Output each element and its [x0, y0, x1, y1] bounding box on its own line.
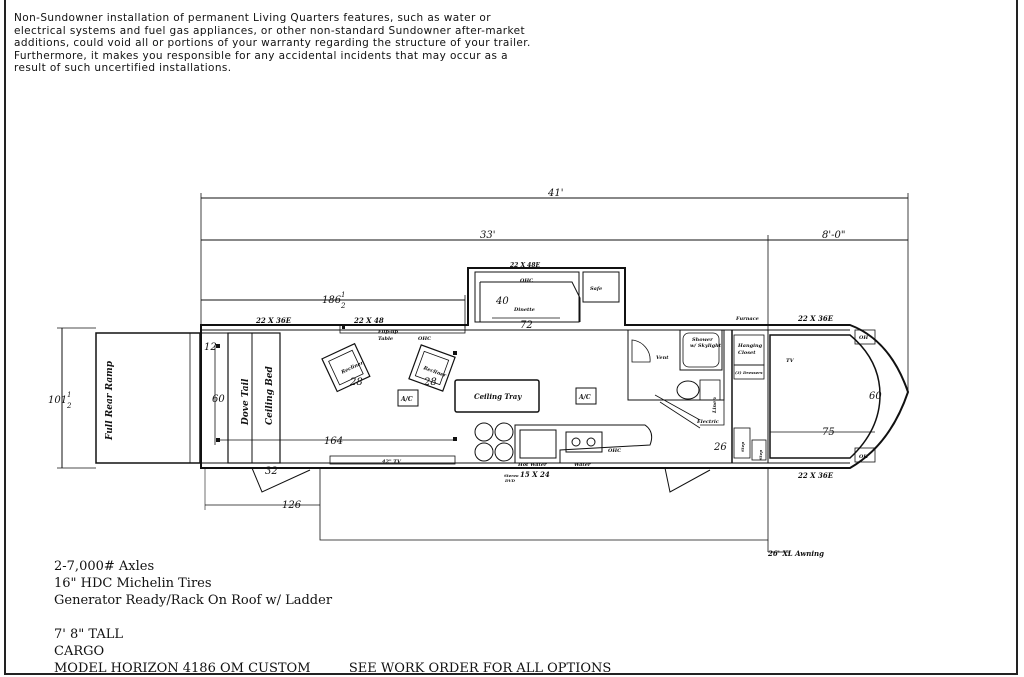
label-hanging: Hanging [737, 343, 763, 349]
label-ohc-slide: OHC [520, 278, 533, 284]
spec-work-order: SEE WORK ORDER FOR ALL OPTIONS [348, 661, 612, 676]
rear-ramp [95, 332, 201, 464]
label-awning: 26' XL Awning [767, 549, 824, 558]
spec-tires: 16" HDC Michelin Tires [54, 576, 212, 591]
spec-cargo: CARGO [54, 644, 105, 659]
awning-outline [319, 468, 769, 541]
label-skylight: w/ Skylight [690, 343, 722, 349]
dim-101-frac-num: 1 [67, 391, 71, 399]
safe-box [582, 271, 620, 303]
dim-126: 126 [282, 500, 302, 511]
disclaimer-line: result of such uncertified installations… [14, 62, 232, 74]
label-table: Table [378, 336, 393, 342]
spec-height: 7' 8" TALL [54, 627, 123, 642]
dim-33: 33' [480, 230, 495, 241]
label-step-a: Step [740, 442, 745, 452]
trailer-specs: 2-7,000# Axles 16" HDC Michelin Tires Ge… [54, 558, 611, 677]
label-dvd: DVD [504, 478, 516, 483]
dim-60-left: 60 [212, 394, 225, 405]
label-ohc-living: OHC [418, 336, 431, 342]
dim-101-frac-den: 2 [66, 402, 72, 410]
dove-tail-area [227, 332, 281, 464]
dim-32: 32 [265, 466, 278, 477]
label-linen: Linen [712, 397, 718, 414]
dim-12: 12 [204, 342, 217, 353]
label-tv-bedroom: TV [786, 358, 795, 364]
disclaimer-line: electrical systems and fuel gas applianc… [14, 24, 525, 37]
dressers [733, 364, 765, 380]
label-window-22x36e-front-top: 22 X 36E [797, 314, 834, 323]
shower [679, 329, 723, 371]
tv-cabinet [329, 455, 456, 465]
recliner-left [321, 342, 371, 393]
dim-72: 72 [520, 320, 533, 331]
label-dinette: Dinette [513, 307, 535, 313]
label-furnace: Furnace [735, 316, 759, 322]
dim-186-frac-den: 2 [340, 302, 346, 310]
recliner-right [408, 344, 456, 392]
label-safe: Safe [590, 286, 602, 292]
label-step-b: Step [758, 450, 763, 460]
spec-model: MODEL HORIZON 4186 OM CUSTOM [54, 661, 311, 676]
label-vent: Vent [656, 355, 669, 361]
label-tv-42: 42" TV [382, 459, 402, 465]
dim-40: 40 [495, 296, 509, 307]
dim-186: 186 [322, 295, 342, 306]
stove [565, 431, 603, 453]
ac-unit-left [397, 389, 419, 407]
drawing-frame [4, 0, 1018, 675]
dim-75: 75 [822, 427, 835, 438]
label-ac-right: A/C [578, 394, 591, 401]
disclaimer-line: Furthermore, it makes you responsible fo… [14, 49, 508, 62]
dim-8-0: 8'-0" [822, 230, 845, 241]
label-dove-tail: Dove Tail [241, 378, 251, 426]
spec-generator: Generator Ready/Rack On Roof w/ Ladder [54, 593, 333, 608]
trailer-outline [200, 267, 910, 469]
warranty-disclaimer: Non-Sundowner installation of permanent … [14, 12, 654, 75]
label-slide-window: 22 X 48E [509, 262, 541, 269]
ceiling-tray [454, 379, 540, 413]
label-ohc-kitchen: OHC [608, 448, 621, 454]
dim-186-frac-num: 1 [341, 291, 345, 299]
bed [769, 334, 881, 459]
disclaimer-line: additions, could void all or portions of… [14, 37, 531, 49]
label-oh-top: OH [859, 335, 868, 341]
dim-28-left: 28 [349, 377, 363, 388]
label-water: Water [574, 462, 591, 468]
label-recliner-left: Recliner [340, 360, 365, 376]
label-closet: Closet [738, 350, 756, 356]
label-ceiling-bed: Ceiling Bed [265, 366, 275, 425]
sink [519, 429, 557, 459]
dim-101: 101 [48, 395, 67, 406]
label-ac-left: A/C [400, 396, 413, 403]
label-electric: Electric [696, 419, 719, 425]
ac-unit-right [575, 387, 597, 405]
label-window-22x36e-rear: 22 X 36E [255, 316, 292, 325]
label-window-15x24: 15 X 24 [520, 470, 550, 479]
label-stereo: Stereo [504, 473, 519, 478]
dim-26: 26 [713, 442, 727, 453]
label-dressers: (3) Dressers [735, 370, 763, 375]
kitchen-counter [514, 424, 653, 464]
label-shower: Shower [692, 337, 713, 343]
label-full-rear-ramp: Full Rear Ramp [105, 360, 115, 441]
spec-axles: 2-7,000# Axles [54, 559, 155, 574]
dim-28-right: 28 [423, 377, 437, 388]
label-hot-water: Hot Water [517, 462, 547, 468]
label-window-22x36e-front-bottom: 22 X 36E [797, 471, 834, 480]
label-window-22x48: 22 X 48 [353, 316, 384, 325]
disclaimer-line: Non-Sundowner installation of permanent … [14, 12, 491, 24]
label-oh-bottom: OH [859, 454, 868, 460]
dim-60-right: 60 [869, 391, 882, 402]
dim-overall: 41' [547, 188, 563, 199]
label-flip-up: Flip-up [377, 329, 399, 335]
dim-164: 164 [324, 436, 343, 447]
label-ceiling-tray: Ceiling Tray [474, 392, 522, 401]
